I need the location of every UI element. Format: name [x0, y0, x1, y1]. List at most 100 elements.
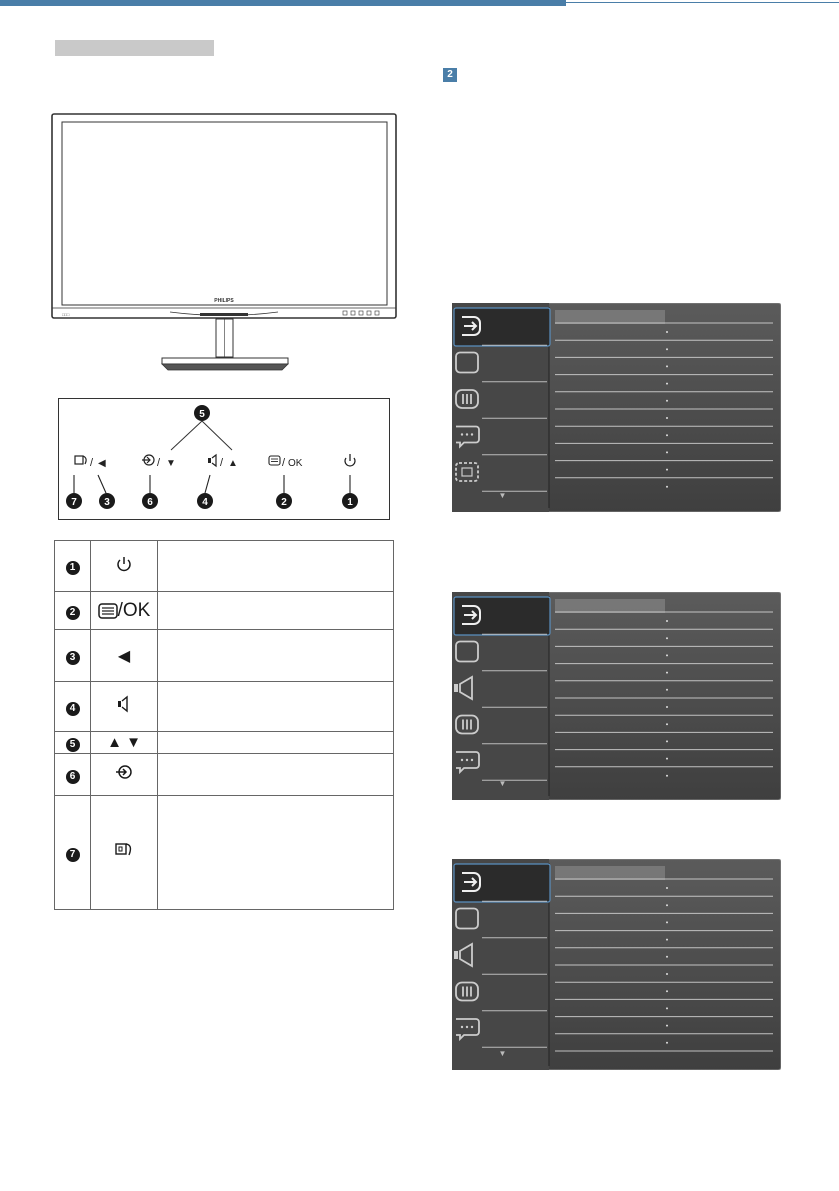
- osd-row-marker: [666, 637, 668, 640]
- osd-row-marker: [666, 921, 668, 924]
- svg-text:/: /: [157, 457, 161, 469]
- diagram-down-arrow-glyph: ▼: [166, 458, 176, 469]
- table-row: 2 /OK: [54, 591, 394, 630]
- svg-text:6: 6: [147, 497, 153, 508]
- input-icon[interactable]: [462, 316, 481, 336]
- osd-row-marker: [666, 451, 668, 454]
- osd-menu-2: ▼: [452, 592, 781, 800]
- osd-menu-3: ▼: [452, 859, 781, 1070]
- osd-row-marker: [666, 938, 668, 941]
- svg-text:/: /: [220, 457, 224, 469]
- osd-row-marker: [666, 620, 668, 622]
- svg-text:1: 1: [347, 497, 353, 508]
- row-description: [157, 591, 394, 630]
- svg-text:/: /: [282, 457, 286, 469]
- monitor-buttons: [342, 310, 380, 316]
- ok-label: /OK: [117, 599, 151, 621]
- row-number-badge: 7: [65, 847, 80, 862]
- row-number-badge: 3: [65, 650, 80, 665]
- input-icon[interactable]: [462, 872, 481, 892]
- diagram-menu-button: / OK: [268, 455, 303, 469]
- osd-row-marker: [666, 331, 668, 333]
- menu-icon: [97, 602, 118, 619]
- language-icon[interactable]: [456, 425, 480, 449]
- osd-scroll-down-icon[interactable]: ▼: [499, 1049, 507, 1058]
- speaker-icon: [118, 695, 128, 713]
- osd-row-marker: [666, 740, 668, 743]
- diagram-left-arrow-glyph: ◀: [98, 458, 106, 469]
- callout-1: 1: [342, 493, 358, 509]
- osd-row-marker: [666, 757, 668, 760]
- language-icon[interactable]: [456, 1018, 480, 1042]
- row-description: [157, 681, 394, 732]
- power-icon: [117, 556, 131, 571]
- callout-3: 3: [99, 493, 115, 509]
- diagram-up-arrow-glyph: ▲: [228, 458, 238, 469]
- osd-scroll-down-icon[interactable]: ▼: [499, 779, 507, 788]
- controls-table: 1 2 /OK 3 ◀ 4 5 ▲ ▼ 6 7: [54, 540, 394, 910]
- color-icon[interactable]: [455, 981, 479, 1002]
- up-down-arrows-icon: ▲ ▼: [107, 733, 141, 751]
- osd-row-marker: [666, 887, 668, 889]
- row-number-badge: 6: [65, 769, 80, 784]
- osd-settings-icon[interactable]: [455, 462, 479, 482]
- callout-5: 5: [194, 405, 210, 421]
- callout-7: 7: [66, 493, 82, 509]
- osd-row-marker: [666, 348, 668, 351]
- row-description: [157, 629, 394, 682]
- svg-text:3: 3: [104, 497, 110, 508]
- left-arrow-icon: ◀: [117, 647, 131, 665]
- callout-6: 6: [142, 493, 158, 509]
- row-number-badge: 2: [65, 605, 80, 620]
- input-icon[interactable]: [462, 605, 481, 625]
- monitor-brand-text: PHILIPS: [214, 298, 234, 304]
- table-row: 6: [54, 753, 394, 796]
- svg-text:7: 7: [71, 497, 77, 508]
- color-icon[interactable]: [455, 389, 479, 409]
- osd-row-marker: [666, 973, 668, 975]
- picture-icon[interactable]: [455, 640, 479, 663]
- language-icon[interactable]: [456, 751, 480, 775]
- diagram-ok-label: OK: [288, 458, 303, 469]
- table-row: 4: [54, 681, 394, 732]
- row-number-badge: 1: [65, 561, 80, 575]
- osd-row-marker: [666, 382, 668, 385]
- audio-icon[interactable]: [454, 942, 473, 968]
- audio-icon[interactable]: [454, 675, 473, 701]
- osd-row-marker: [666, 990, 668, 993]
- callout-4: 4: [197, 493, 213, 509]
- picture-icon[interactable]: [455, 351, 479, 374]
- diagram-input-button: / ▼: [142, 454, 176, 469]
- osd-scroll-down-icon[interactable]: ▼: [499, 491, 507, 500]
- row-number-badge: 5: [65, 737, 80, 752]
- svg-text:□□□: □□□: [62, 312, 70, 317]
- osd-row-marker: [666, 688, 668, 691]
- table-row: 5 ▲ ▼: [54, 731, 394, 754]
- row-description: [157, 795, 394, 910]
- header-accent-line: [566, 2, 839, 3]
- osd-row-marker: [666, 417, 668, 419]
- osd-row-marker: [666, 955, 668, 958]
- picture-icon[interactable]: [455, 907, 479, 930]
- table-row: 3 ◀: [54, 629, 394, 682]
- callout-2: 2: [276, 493, 292, 509]
- osd-row-marker: [666, 399, 668, 402]
- diagram-volume-button: / ▲: [208, 453, 238, 469]
- svg-text:5: 5: [199, 409, 205, 420]
- color-icon[interactable]: [455, 714, 479, 735]
- controls-diagram: 5 / ◀ / ▼ / ▲ / OK 7 3: [58, 398, 390, 520]
- row-description: [157, 753, 394, 796]
- osd-row-marker: [666, 365, 668, 368]
- svg-text:4: 4: [202, 497, 208, 508]
- diagram-smartimage-button: / ◀: [74, 455, 106, 469]
- osd-row-marker: [666, 1024, 668, 1027]
- input-icon: [116, 765, 132, 779]
- osd-row-marker: [666, 904, 668, 907]
- header-accent-bar: [0, 0, 566, 6]
- osd-row-marker: [666, 434, 668, 437]
- osd-row-marker: [666, 468, 668, 471]
- section-tab: [55, 40, 214, 56]
- row-description: [157, 731, 394, 754]
- diagram-power-button: [344, 454, 356, 467]
- step-badge: 2: [443, 68, 457, 82]
